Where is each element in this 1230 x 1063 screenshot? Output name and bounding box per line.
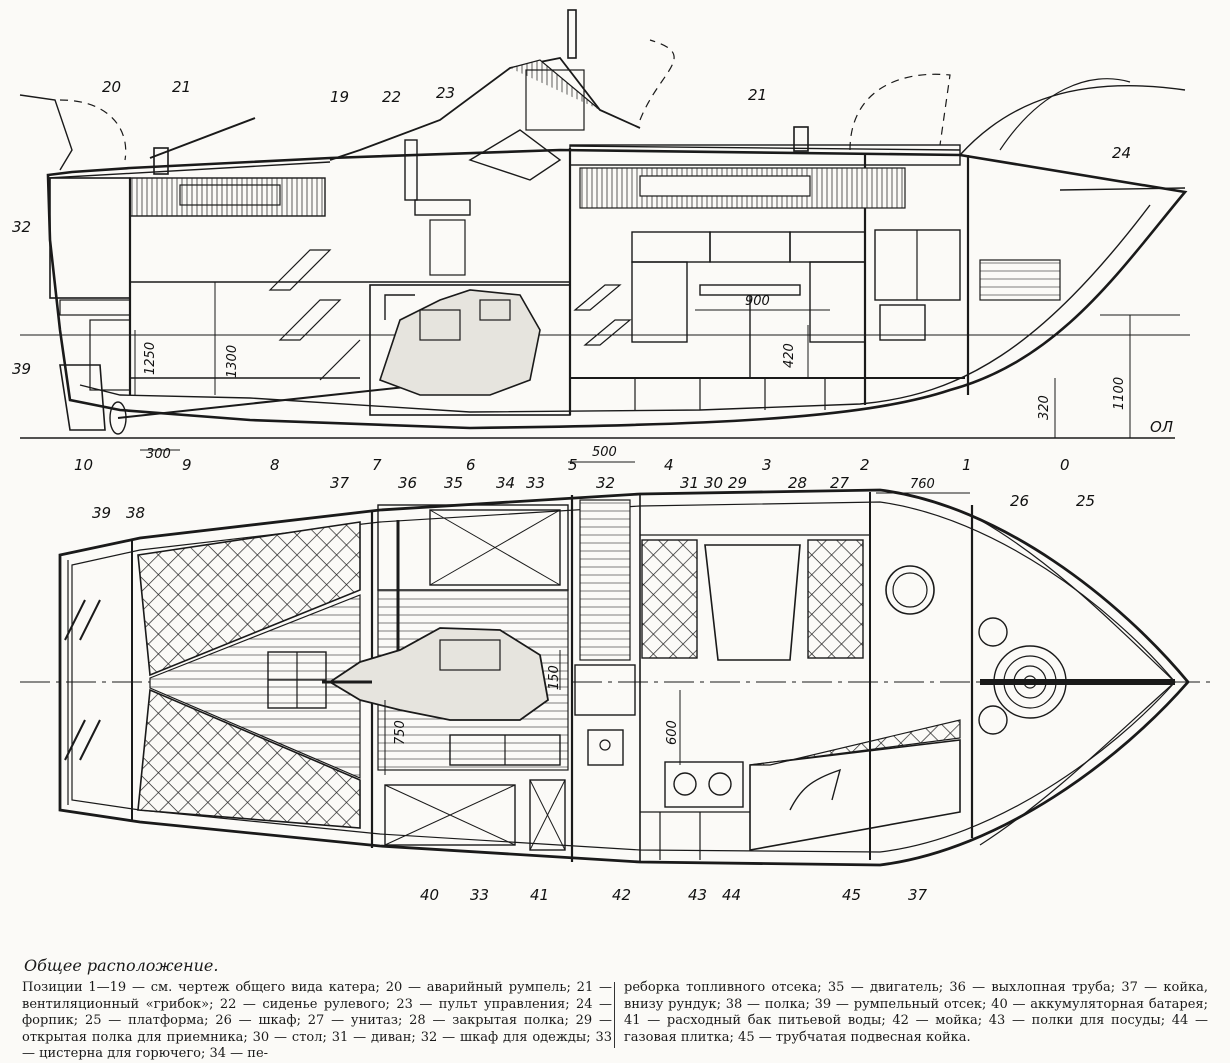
callout-21-aft: 21 (172, 78, 191, 96)
plan-hammock (749, 739, 961, 851)
side-engine (378, 289, 541, 396)
plan-engine (328, 627, 549, 721)
dim-900: 900 (745, 294, 770, 309)
callout-33-bottom: 33 (470, 886, 489, 904)
dim-500: 500 (592, 445, 617, 460)
callout-37-bottom: 37 (908, 886, 928, 904)
caption-divider (614, 982, 615, 1048)
dim-420: 420 (782, 343, 797, 368)
dim-300: 300 (146, 447, 171, 462)
dim-1250: 1250 (143, 342, 158, 375)
plan-settee-port (641, 539, 698, 659)
callout-20: 20 (102, 78, 121, 96)
caption-right-column: реборка топливного отсека; 35 — двигател… (624, 980, 1208, 1045)
callout-26: 26 (1010, 492, 1029, 510)
plan-view (20, 488, 1210, 867)
dim-1100: 1100 (1112, 377, 1127, 410)
frame-5: 5 (568, 456, 578, 474)
callout-23: 23 (436, 84, 455, 102)
callout-41: 41 (530, 886, 549, 904)
plan-aft-berth-bottom (137, 688, 361, 829)
side-callouts: 20 21 19 22 23 21 24 32 39 1250 1300 900… (12, 78, 1173, 474)
plan-table (704, 544, 801, 661)
callout-39-side: 39 (12, 360, 31, 378)
plan-stove (664, 761, 744, 808)
frame-3: 3 (762, 456, 772, 474)
hull-outline (46, 148, 1188, 430)
callout-44: 44 (722, 886, 741, 904)
callout-40: 40 (420, 886, 439, 904)
dim-1300: 1300 (225, 345, 240, 378)
frame-2: 2 (860, 456, 870, 474)
callout-30: 30 (704, 474, 723, 492)
frame-9: 9 (182, 456, 192, 474)
plan-settee-starboard (807, 539, 864, 659)
dim-320: 320 (1037, 395, 1052, 420)
callout-35: 35 (444, 474, 463, 492)
callout-37-top: 37 (330, 474, 350, 492)
callout-31: 31 (680, 474, 699, 492)
caption-left-column: Позиции 1—19 — см. чертеж общего вида ка… (22, 980, 612, 1061)
callout-29: 29 (728, 474, 747, 492)
frame-7: 7 (372, 456, 382, 474)
dim-600: 600 (665, 720, 680, 745)
frame-0: 0 (1060, 456, 1070, 474)
callout-43: 43 (688, 886, 707, 904)
callout-27: 27 (830, 474, 850, 492)
callout-24: 24 (1112, 144, 1131, 162)
frame-10: 10 (74, 456, 93, 474)
waterline-label: ОЛ (1150, 418, 1173, 436)
side-elevation (19, 9, 1190, 463)
callout-32-plan: 32 (596, 474, 615, 492)
callout-32: 32 (12, 218, 31, 236)
frame-6: 6 (466, 456, 476, 474)
dim-150: 150 (547, 665, 562, 690)
dim-750: 750 (393, 720, 408, 745)
frame-8: 8 (270, 456, 280, 474)
caption-title: Общее расположение. (24, 956, 219, 975)
callout-25: 25 (1076, 492, 1095, 510)
callout-22: 22 (382, 88, 401, 106)
callout-34: 34 (496, 474, 515, 492)
callout-45: 45 (842, 886, 861, 904)
callout-33-top: 33 (526, 474, 545, 492)
callout-42: 42 (612, 886, 631, 904)
dim-760: 760 (910, 477, 935, 492)
callout-39-plan: 39 (92, 504, 111, 522)
plan-toilet (885, 565, 935, 615)
callout-21-fwd: 21 (748, 86, 767, 104)
plan-aft-berth-top (137, 521, 361, 677)
frame-1: 1 (962, 456, 972, 474)
callout-19: 19 (330, 88, 349, 106)
callout-36: 36 (398, 474, 417, 492)
callout-28: 28 (788, 474, 807, 492)
callout-38: 38 (126, 504, 145, 522)
plan-callouts: 39 38 37 36 35 34 33 32 31 30 29 28 27 2… (92, 474, 1095, 904)
frame-4: 4 (664, 456, 674, 474)
